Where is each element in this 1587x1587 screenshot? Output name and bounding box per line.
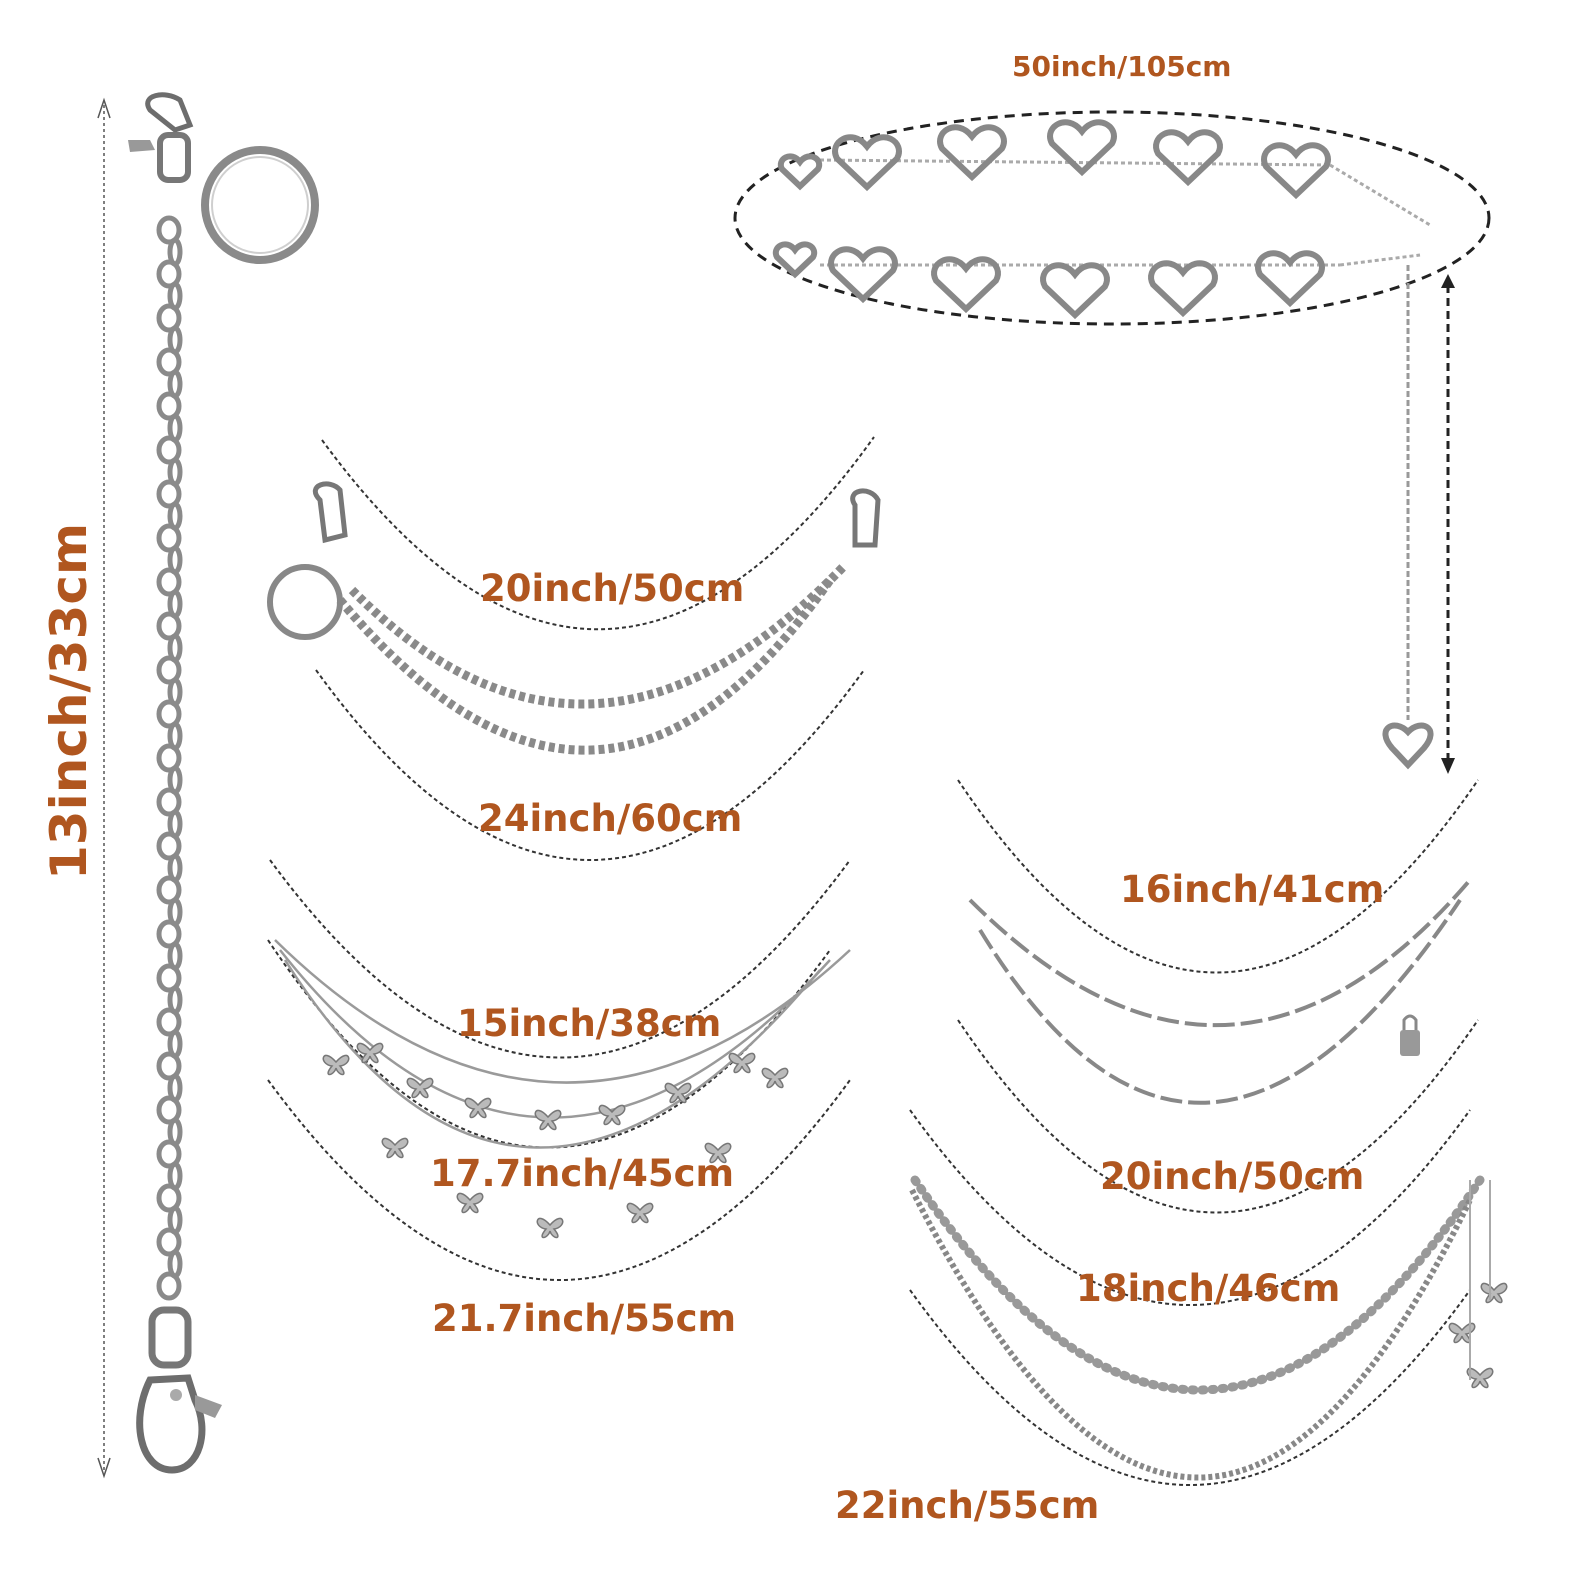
heart-link: [1255, 250, 1325, 308]
butterfly-charm: [704, 1142, 732, 1164]
vertical-measure-line: [97, 97, 111, 1479]
butterfly-charm: [464, 1097, 492, 1119]
chain-link: [156, 435, 182, 465]
chain-link: [156, 699, 182, 729]
butterfly-charm: [534, 1109, 562, 1131]
butterfly-charm: [406, 1077, 434, 1099]
chain-link: [156, 1227, 182, 1257]
chain-link: [156, 259, 182, 289]
chain-link: [156, 215, 182, 245]
butterfly-charm: [381, 1137, 409, 1159]
heart-belt: [733, 110, 1491, 774]
heart-link: [1148, 260, 1218, 318]
paperclip-outer-label: 20inch/50cm: [1100, 1155, 1365, 1198]
butterfly-inner-label: 15inch/38cm: [457, 1002, 722, 1045]
belt-chain-segment: [1339, 253, 1421, 267]
double-chain-outer-label: 24inch/60cm: [478, 797, 743, 840]
chain-link: [156, 787, 182, 817]
butterfly-charm: [322, 1054, 350, 1076]
butterfly-middle-label: 17.7inch/45cm: [430, 1152, 735, 1195]
pearl-chains: [909, 1109, 1491, 1486]
paperclip-inner-label: 16inch/41cm: [1120, 868, 1385, 911]
chain-link: [156, 655, 182, 685]
butterfly-charm: [598, 1104, 626, 1126]
heart-link: [777, 153, 823, 191]
heart-link: [1153, 129, 1223, 187]
butterfly-charm: [761, 1067, 789, 1089]
butterfly-charm: [728, 1052, 756, 1074]
double-chain: [267, 436, 881, 861]
heart-link: [1261, 142, 1331, 200]
heart-link: [1040, 262, 1110, 320]
chain-link: [156, 1183, 182, 1213]
chain-link: [156, 743, 182, 773]
heart-link: [937, 124, 1007, 182]
belt-chain-segment: [1329, 163, 1431, 227]
heart-link: [828, 246, 898, 304]
butterfly-charm: [1448, 1322, 1476, 1344]
heart-belt-length-label: 50inch/105cm: [1012, 50, 1232, 83]
pearl-inner-label: 18inch/46cm: [1076, 1267, 1341, 1310]
butterfly-charm: [456, 1192, 484, 1214]
butterfly-charm: [1466, 1367, 1494, 1389]
chain-link: [156, 1139, 182, 1169]
butterfly-chains: [267, 859, 1508, 1389]
chain-link: [156, 347, 182, 377]
heart-link: [832, 134, 902, 192]
chain-link: [156, 831, 182, 861]
heart-link: [772, 241, 818, 279]
chain-link: [156, 303, 182, 333]
chain-link: [156, 567, 182, 597]
butterfly-charm: [1480, 1282, 1508, 1304]
chain-link: [156, 1271, 182, 1301]
chain-link: [156, 875, 182, 905]
chain-link: [156, 919, 182, 949]
chain-link: [156, 391, 182, 421]
total-length-label: 13inch/33cm: [40, 522, 98, 880]
chain-link: [156, 1095, 182, 1125]
chain-link: [156, 1051, 182, 1081]
butterfly-charm: [664, 1082, 692, 1104]
pearl-outer-label: 22inch/55cm: [835, 1484, 1100, 1527]
heart-link: [1047, 119, 1117, 177]
butterfly-outer-label: 21.7inch/55cm: [432, 1297, 737, 1340]
double-chain-inner-label: 20inch/50cm: [480, 567, 745, 610]
butterfly-charm: [536, 1217, 564, 1239]
heart-link: [931, 256, 1001, 314]
chain-link: [156, 1007, 182, 1037]
chain-link: [156, 479, 182, 509]
butterfly-charm: [626, 1202, 654, 1224]
butterfly-charm: [356, 1042, 384, 1064]
paperclip-chains: [957, 779, 1479, 1214]
long-wallet-chain: [128, 92, 319, 1474]
chain-link: [156, 611, 182, 641]
chain-link: [156, 963, 182, 993]
chain-link: [156, 523, 182, 553]
